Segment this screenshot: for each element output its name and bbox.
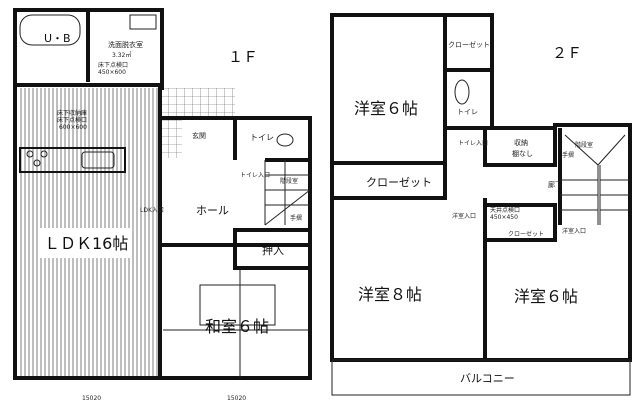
dimension-left: 15020 [82,395,101,402]
toilet-fixture-icon [454,79,470,105]
room-b-label: 洋室８帖 [358,285,422,304]
washroom-area: 3.32㎡ [112,51,131,59]
toilet-label-2f: トイレ [457,108,478,116]
hallway-label: 廊下 [548,180,562,189]
handrail-label-1f: 手摺 [290,214,302,222]
ceiling-hatch-label: 天井点検口 [490,206,520,214]
wall-bath [15,10,162,87]
ldk-label: ＬＤＫ16帖 [44,234,128,253]
storage-label: 収納 [514,138,528,147]
genkan-tile [160,88,235,118]
oshiire-label: 押入 [262,243,284,257]
dimension-right: 15020 [227,395,246,402]
kitchen-sink [81,151,115,169]
kitchen-counter [19,147,126,173]
room-c-label: 洋室６帖 [514,287,578,306]
room-a-label: 洋室６帖 [354,99,418,118]
ldk-entry-label: LDK入口 [140,207,164,214]
floor-storage-label: 床下収納庫 [57,109,87,117]
floor-hatch-label: 床下点検口 [98,61,128,69]
stairs-2f [560,134,630,225]
floor-1-label: １Ｆ [228,48,258,66]
ldk-label-bg [40,228,132,258]
wall-ldk-block [13,8,164,380]
closet-2-label: クローゼット [366,176,432,189]
room-entry-1: 洋室入口 [452,212,476,220]
stove-burner-icon [33,159,41,167]
toilet-label-1f: トイレ [250,133,274,142]
stair-room-label-1f: 階段室 [280,177,298,185]
floor-hatch-size: 450×600 [98,69,126,76]
toilet-entry-1f: トイレ入口 [240,172,270,179]
floor-storage-hatch: 床下点検口 [57,116,87,124]
floor-2: ２Ｆ 洋室６帖 クローゼット トイレ トイレ入口 収納 棚なし 階段室 手摺 廊… [330,13,632,396]
balcony-label: バルコニー [460,372,515,385]
stove-burner-icon [26,150,34,158]
stair-room-label-2f: 階段室 [575,141,593,149]
floor-storage-size: 600×600 [59,124,87,131]
bathtub [19,14,81,46]
genkan-tile-lower [162,118,182,158]
stairs-1f [264,160,311,226]
balcony-area [331,359,631,396]
washitsu-label: 和室６帖 [205,317,269,336]
floor-1: １Ｆ U・B 洗面脱衣室 3.32㎡ 床下点検口 450×600 床下収納庫 床… [13,8,312,402]
closet-3-label: クローゼット [508,230,544,238]
stove-burner-icon [40,150,48,158]
ceiling-hatch-size: 450×450 [490,214,518,221]
genkan-label: 玄関 [192,131,206,140]
bath-label: U・B [44,32,71,45]
wash-basin [129,14,157,30]
storage-note: 棚なし [512,149,533,158]
toilet-fixture-icon [276,133,294,147]
handrail-label-2f: 手摺 [562,151,574,159]
toilet-entry-2f: トイレ入口 [458,140,488,147]
washitsu-label-box [199,284,276,326]
hall-label: ホール [196,204,229,217]
wall-right-block [160,116,312,380]
room-entry-2: 洋室入口 [562,227,586,235]
closet-1-label: クローゼット [448,40,490,49]
washroom-label: 洗面脱衣室 [108,40,143,49]
wall-2f-inner [332,15,562,360]
tatami-lines [163,270,310,378]
floor-2-label: ２Ｆ [552,44,582,62]
